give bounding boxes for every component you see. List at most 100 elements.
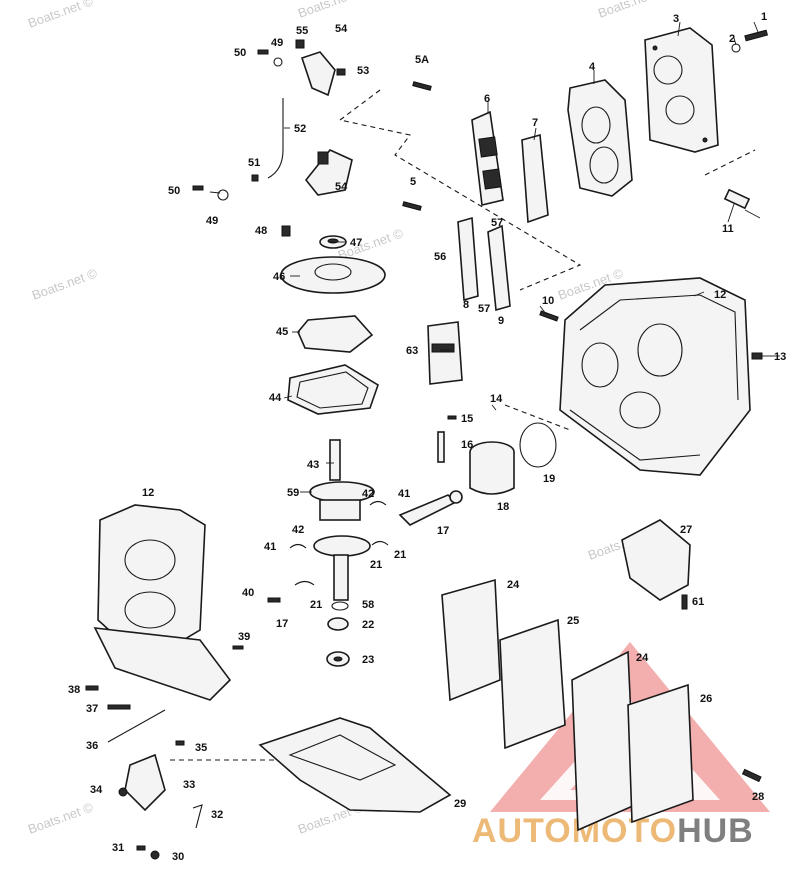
temp-sensor-11 [723, 188, 761, 219]
label-43: 43 [307, 459, 319, 471]
label-22: 22 [362, 619, 374, 631]
label-10: 10 [542, 295, 554, 307]
label-21b: 21 [370, 559, 382, 571]
crankshaft-43 [309, 439, 375, 601]
screw-35 [175, 740, 185, 746]
label-38: 38 [68, 684, 80, 696]
label-50-top: 50 [234, 47, 246, 59]
label-18: 18 [497, 501, 509, 513]
bracket-54-mid [304, 149, 353, 196]
nut-53 [336, 68, 346, 76]
label-57-bottom: 57 [478, 303, 490, 315]
label-9: 9 [498, 315, 504, 327]
label-17-right: 17 [437, 525, 449, 537]
label-33: 33 [183, 779, 195, 791]
label-12-upper: 12 [714, 289, 726, 301]
screw-31 [136, 845, 146, 851]
label-24-right: 24 [636, 652, 649, 664]
bearing-41-42-upper [369, 500, 387, 506]
seal-58 [331, 601, 349, 611]
label-13: 13 [774, 351, 786, 363]
clip-32 [192, 804, 203, 829]
label-52: 52 [294, 123, 306, 135]
label-28: 28 [752, 791, 764, 803]
nut-55 [295, 39, 305, 49]
label-34: 34 [90, 784, 103, 796]
label-61: 61 [692, 596, 704, 608]
label-42-left: 42 [292, 524, 304, 536]
screw-5a [412, 81, 432, 91]
screw-48 [281, 225, 291, 237]
washer-49-mid [217, 189, 229, 201]
label-31: 31 [112, 842, 124, 854]
cover-25 [499, 618, 566, 750]
label-5: 5 [410, 176, 416, 188]
screw-37 [107, 704, 131, 710]
label-55: 55 [296, 25, 308, 37]
nut-30 [150, 850, 160, 860]
label-32: 32 [211, 809, 223, 821]
wrist-pin-16 [437, 431, 445, 463]
pin-39 [232, 645, 244, 650]
seal-23 [326, 651, 350, 667]
watermark: Boats.net © [296, 0, 366, 21]
label-12-lower: 12 [142, 487, 154, 499]
link-rod-36 [107, 709, 166, 743]
label-44: 44 [269, 392, 282, 404]
assembly-guide-line [338, 89, 582, 291]
label-1: 1 [761, 11, 767, 23]
label-3: 3 [673, 13, 679, 25]
gasket-7 [521, 133, 549, 224]
powerhead-block-12 [559, 277, 751, 476]
screw-50-mid [192, 185, 204, 191]
label-37: 37 [86, 703, 98, 715]
screw-40 [267, 597, 281, 603]
screw-5 [402, 201, 422, 211]
pin-15 [447, 415, 457, 420]
bearing-21-lower [294, 580, 315, 586]
label-8: 8 [463, 299, 469, 311]
bearing-plate-46 [280, 256, 386, 294]
screw-61 [681, 594, 688, 610]
label-15: 15 [461, 413, 473, 425]
crankcase-12 [93, 504, 232, 701]
label-46: 46 [273, 271, 285, 283]
label-47: 47 [350, 237, 362, 249]
watermarks: Boats.net © Boats.net © Boats.net © Boat… [26, 0, 666, 837]
leader-lines [209, 21, 780, 493]
gasket-24-right [571, 650, 636, 832]
label-27: 27 [680, 524, 692, 536]
bolt-1 [744, 29, 769, 42]
pin-14 [491, 404, 497, 411]
label-54-top: 54 [335, 23, 348, 35]
logo-text-orange: AUTOMOTOHUB [472, 812, 754, 850]
connecting-rod-17 [398, 490, 463, 526]
label-21c: 21 [310, 599, 322, 611]
label-14: 14 [490, 393, 503, 405]
gasket-44 [287, 364, 379, 415]
label-41-right: 41 [398, 488, 410, 500]
label-39: 39 [238, 631, 250, 643]
label-35: 35 [195, 742, 207, 754]
label-11: 11 [722, 223, 734, 235]
label-4: 4 [589, 61, 596, 73]
label-50-mid: 50 [168, 185, 180, 197]
label-57-top: 57 [491, 217, 503, 229]
box-63 [427, 321, 463, 385]
label-29: 29 [454, 798, 466, 810]
gasket-24-left [441, 578, 501, 702]
label-19: 19 [543, 473, 555, 485]
bearing-22 [327, 617, 349, 631]
bolt-28 [741, 768, 762, 783]
label-30: 30 [172, 851, 184, 863]
label-24-left: 24 [507, 579, 520, 591]
label-36: 36 [86, 740, 98, 752]
label-45: 45 [276, 326, 288, 338]
bearing-42-left [289, 543, 307, 549]
label-63: 63 [406, 345, 418, 357]
label-23: 23 [362, 654, 374, 666]
washer-2 [731, 43, 741, 53]
watermark: Boats.net © [596, 0, 666, 21]
label-25: 25 [567, 615, 579, 627]
